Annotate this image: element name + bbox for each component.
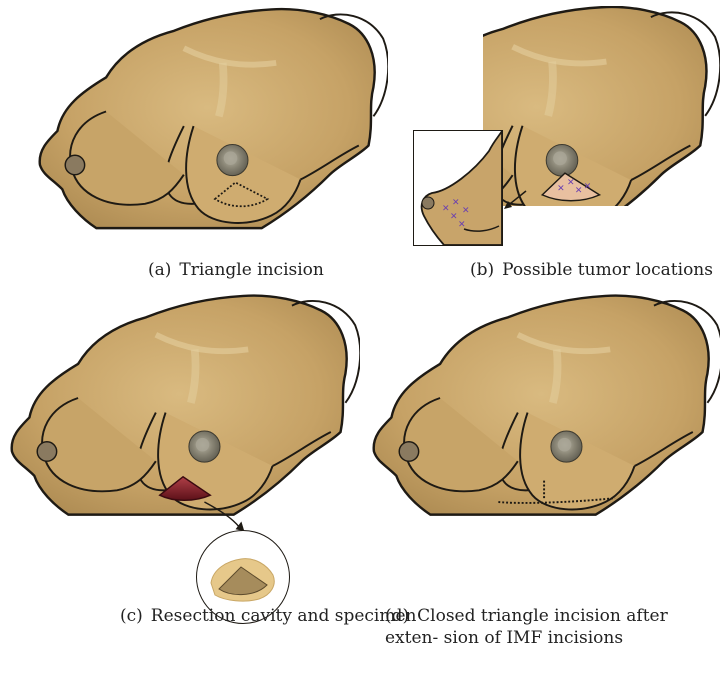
panel-a-illustration (38, 6, 388, 251)
svg-text:✕: ✕ (567, 178, 574, 188)
caption-b-letter: (b) (470, 260, 494, 280)
svg-text:✕: ✕ (450, 212, 458, 222)
panel-b-illustration: ✕✕ ✕✕ (483, 6, 720, 206)
caption-d: (d)Closed triangle incision after exten-… (385, 605, 715, 649)
svg-text:✕: ✕ (584, 182, 591, 192)
torso-illustration-c (10, 290, 360, 540)
inset-arrow (500, 188, 530, 212)
panel-d-illustration (372, 290, 720, 540)
inset-profile: ✕✕ ✕✕ ✕ (414, 131, 502, 245)
caption-a: (a) Triangle incision (148, 259, 324, 281)
svg-text:✕: ✕ (458, 220, 466, 230)
caption-c-text: Resection cavity and specimen (151, 606, 417, 626)
svg-text:✕: ✕ (557, 184, 564, 194)
caption-d-text: Closed triangle incision after exten- si… (385, 606, 668, 648)
svg-text:✕: ✕ (575, 186, 582, 196)
svg-text:✕: ✕ (442, 204, 450, 214)
torso-illustration-d (372, 290, 720, 540)
panel-c-illustration (10, 290, 360, 540)
caption-b: (b) Possible tumor locations (470, 259, 713, 281)
torso-illustration-a (38, 6, 388, 251)
torso-illustration-b: ✕✕ ✕✕ (483, 6, 720, 206)
caption-c: (c) Resection cavity and specimen (120, 605, 416, 627)
svg-text:✕: ✕ (452, 198, 460, 208)
svg-text:✕: ✕ (462, 206, 470, 216)
caption-d-letter: (d) (385, 606, 409, 626)
caption-b-text: Possible tumor locations (502, 260, 713, 280)
panel-b-inset: ✕✕ ✕✕ ✕ (413, 130, 503, 246)
caption-c-letter: (c) (120, 606, 143, 626)
caption-a-letter: (a) (148, 260, 171, 280)
caption-a-text: Triangle incision (179, 260, 323, 280)
